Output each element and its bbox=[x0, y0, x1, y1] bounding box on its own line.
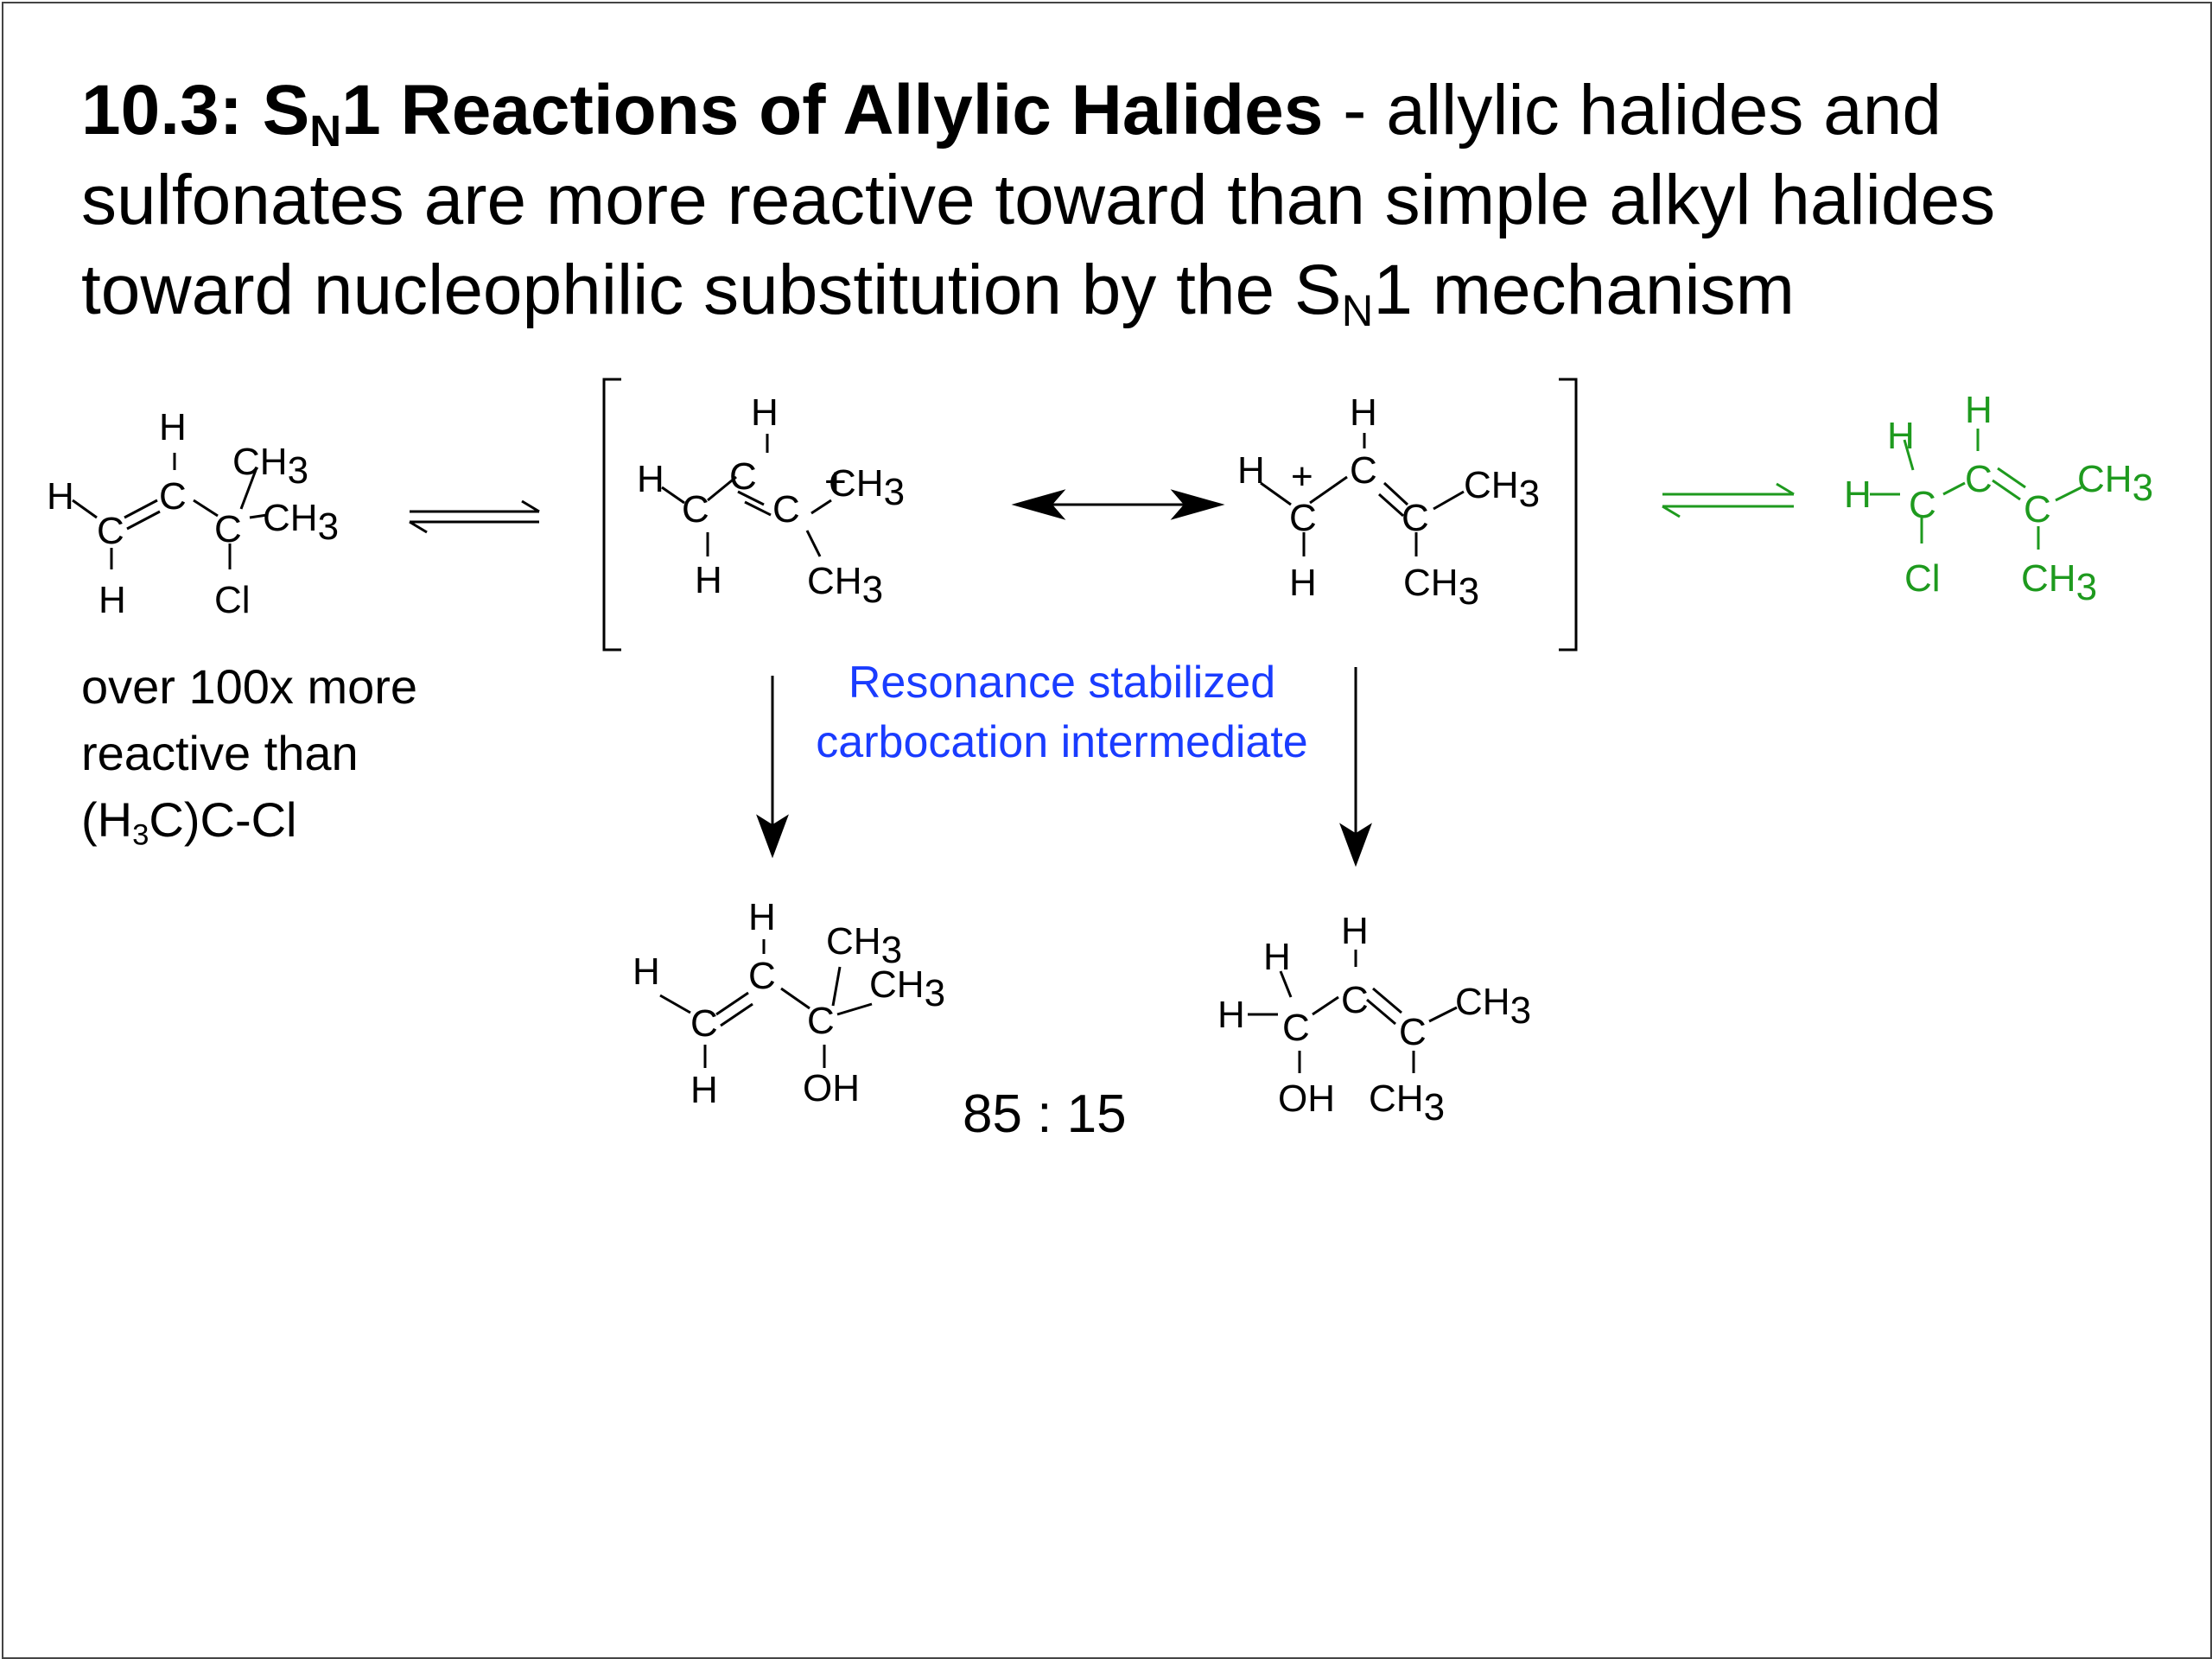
svg-text:CH3: CH3 bbox=[232, 441, 308, 492]
svg-text:H: H bbox=[632, 950, 660, 993]
svg-text:H: H bbox=[1965, 389, 1993, 431]
svg-text:C: C bbox=[1341, 979, 1369, 1021]
svg-text:H: H bbox=[1289, 562, 1317, 604]
svg-text:C: C bbox=[2024, 488, 2051, 531]
note-line-1: over 100x more bbox=[81, 659, 418, 714]
svg-text:C: C bbox=[729, 455, 757, 498]
resonance-label-line-2: carbocation intermediate bbox=[816, 717, 1308, 767]
svg-text:H: H bbox=[637, 458, 664, 500]
svg-text:H: H bbox=[1217, 994, 1245, 1036]
heading-line-2: sulfonates are more reactive toward than… bbox=[81, 161, 1996, 239]
allylic-chloride-atoms: H C H H C C Cl CH3 CH3 bbox=[47, 406, 339, 621]
equilibrium-arrows bbox=[409, 499, 540, 534]
svg-text:C: C bbox=[690, 1002, 718, 1045]
svg-text:C: C bbox=[214, 508, 242, 550]
resonance-form-2-bonds bbox=[1260, 433, 1465, 556]
svg-text:H: H bbox=[1237, 449, 1265, 492]
tertiary-alcohol-atoms: H C H H C C OH CH3 CH3 bbox=[632, 896, 945, 1111]
product-arrows bbox=[756, 667, 1372, 868]
resonance-form-1-bonds bbox=[661, 434, 832, 557]
resonance-label-line-1: Resonance stabilized bbox=[848, 658, 1276, 708]
product-ratio: 85 : 15 bbox=[963, 1084, 1127, 1144]
svg-text:C: C bbox=[1282, 1007, 1310, 1049]
svg-text:CH3: CH3 bbox=[263, 497, 339, 548]
svg-text:H: H bbox=[159, 406, 187, 448]
svg-text:H: H bbox=[47, 475, 74, 518]
svg-text:C: C bbox=[1289, 497, 1317, 539]
svg-text:C: C bbox=[772, 488, 800, 531]
svg-text:H: H bbox=[1263, 936, 1291, 978]
tertiary-alcohol-bonds bbox=[659, 939, 873, 1068]
slide-heading: 10.3: SN1 Reactions of Allylic Halides -… bbox=[81, 66, 2172, 335]
svg-text:CH3: CH3 bbox=[1369, 1077, 1445, 1128]
svg-text:H: H bbox=[751, 391, 779, 434]
svg-text:CH3: CH3 bbox=[1464, 464, 1540, 515]
note-line-3: (H3C)C-Cl bbox=[81, 792, 297, 852]
svg-text:H: H bbox=[1844, 474, 1872, 516]
primary-alcohol-bonds bbox=[1248, 950, 1458, 1073]
svg-text:CH3: CH3 bbox=[807, 560, 883, 611]
heading-line-3: toward nucleophilic substitution by the … bbox=[81, 251, 1795, 336]
allylic-chloride-structure bbox=[72, 453, 268, 569]
svg-text:H: H bbox=[695, 559, 722, 601]
svg-text:OH: OH bbox=[1278, 1077, 1335, 1120]
svg-text:H: H bbox=[99, 579, 126, 621]
svg-text:CH3: CH3 bbox=[826, 920, 902, 971]
svg-text:H: H bbox=[748, 896, 776, 938]
svg-text:OH: OH bbox=[803, 1067, 860, 1109]
svg-text:C: C bbox=[159, 475, 187, 518]
svg-text:C: C bbox=[1399, 1011, 1427, 1053]
resonance-bracket bbox=[602, 378, 1578, 652]
svg-text:C: C bbox=[1350, 449, 1377, 492]
resonance-arrow bbox=[1011, 489, 1225, 520]
heading-bold-title: 10.3: SN1 Reactions of Allylic Halides bbox=[81, 71, 1324, 156]
svg-text:CH3: CH3 bbox=[2077, 458, 2153, 509]
svg-text:Cl: Cl bbox=[214, 579, 251, 621]
resonance-form-1-atoms: H C H H C C + CH3 CH3 bbox=[637, 391, 905, 611]
svg-text:+: + bbox=[824, 461, 847, 503]
reaction-scheme: H C H H C C Cl CH3 CH3 bbox=[47, 378, 2153, 1128]
svg-text:CH3: CH3 bbox=[1403, 562, 1479, 613]
svg-text:CH3: CH3 bbox=[829, 462, 905, 513]
svg-text:C: C bbox=[1965, 458, 1993, 500]
svg-text:C: C bbox=[1402, 497, 1429, 539]
svg-text:H: H bbox=[690, 1069, 718, 1111]
svg-text:CH3: CH3 bbox=[869, 963, 945, 1014]
isomeric-chloride-bonds bbox=[1870, 429, 2082, 550]
green-equilibrium-arrows bbox=[1662, 482, 1795, 518]
svg-text:C: C bbox=[807, 1000, 835, 1042]
svg-text:Cl: Cl bbox=[1904, 557, 1941, 600]
resonance-form-2-atoms: H + C H H C C CH3 CH3 bbox=[1237, 391, 1540, 613]
svg-text:CH3: CH3 bbox=[2021, 557, 2097, 608]
isomeric-chloride-atoms: H H C Cl H C C CH3 CH3 bbox=[1844, 389, 2153, 608]
svg-text:C: C bbox=[97, 510, 124, 552]
heading-line-1: 10.3: SN1 Reactions of Allylic Halides -… bbox=[81, 71, 1942, 156]
primary-alcohol-atoms: H H C OH H C C CH3 CH3 bbox=[1217, 910, 1531, 1128]
svg-text:C: C bbox=[748, 955, 776, 997]
svg-text:H: H bbox=[1341, 910, 1369, 952]
svg-text:C: C bbox=[682, 488, 709, 531]
svg-text:C: C bbox=[1909, 484, 1936, 526]
resonance-label: Resonance stabilized carbocation interme… bbox=[764, 653, 1360, 772]
svg-text:+: + bbox=[1291, 455, 1313, 498]
note-line-2: reactive than bbox=[81, 726, 359, 780]
svg-text:CH3: CH3 bbox=[1455, 981, 1531, 1032]
reactivity-note: over 100x more reactive than (H3C)C-Cl bbox=[81, 653, 417, 853]
svg-text:H: H bbox=[1350, 391, 1377, 434]
svg-text:H: H bbox=[1887, 415, 1915, 457]
